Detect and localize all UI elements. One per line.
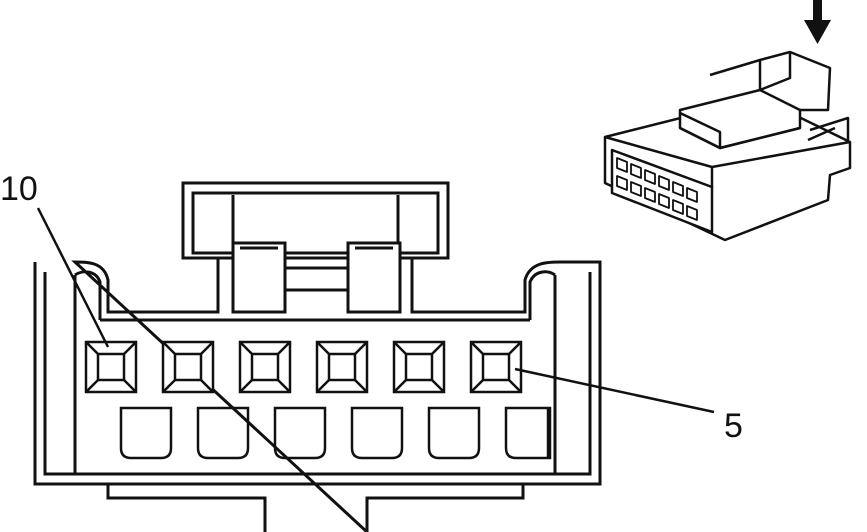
cavity — [427, 406, 481, 460]
cavity — [161, 340, 215, 394]
cavity — [504, 406, 552, 460]
connector-face — [33, 181, 602, 532]
latch-inner — [191, 191, 440, 255]
cavity — [392, 340, 446, 394]
cavity — [315, 340, 369, 394]
callout-label-5: 5 — [724, 407, 743, 445]
callout-label-10: 10 — [0, 170, 38, 208]
cavity — [469, 340, 523, 394]
cavity — [238, 340, 292, 394]
callout-leader-10 — [36, 207, 110, 348]
latch-housing — [181, 181, 450, 260]
down-arrow-icon — [804, 0, 831, 44]
callout-leader-5 — [514, 367, 715, 414]
cavity — [273, 406, 327, 460]
housing-outline — [33, 256, 602, 532]
cavity — [119, 406, 173, 460]
cavity — [196, 406, 250, 460]
cavity — [350, 406, 404, 460]
connector-isometric-icon — [603, 50, 852, 242]
cavity — [84, 340, 138, 394]
upper-cavity-row — [84, 340, 523, 394]
lower-cavity-row — [119, 406, 552, 460]
